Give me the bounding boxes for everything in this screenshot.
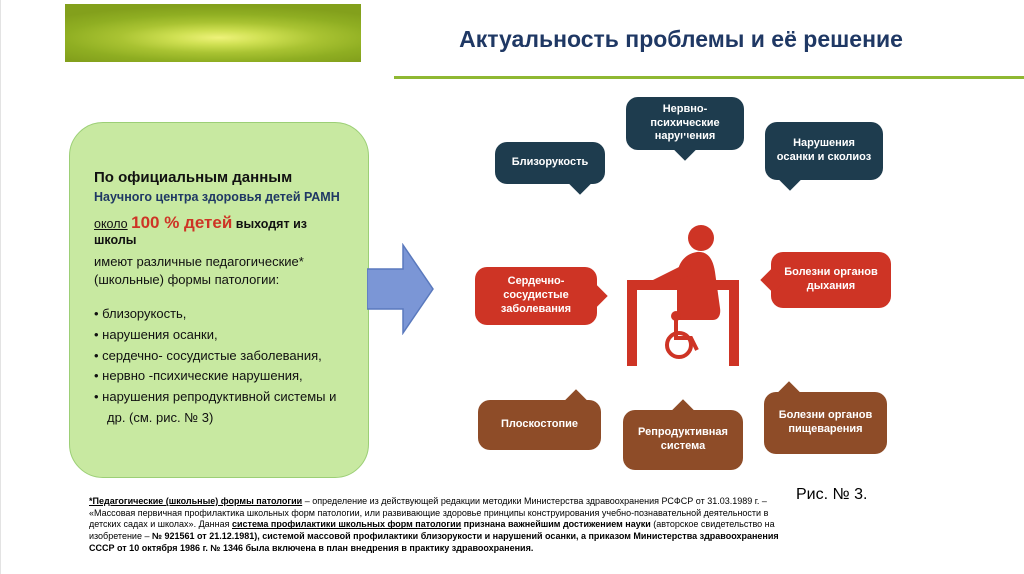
info-box-description: имеют различные педагогические* (школьны… — [94, 254, 304, 287]
bullet-list: близорукость, нарушения осанки, сердечно… — [94, 304, 348, 429]
stat-line: около 100 % детей выходят из школы — [94, 213, 348, 247]
bubble-label: Нервно-психические нарушения — [650, 102, 720, 143]
bubble-tail — [670, 399, 696, 425]
bullet-item: близорукость, — [94, 304, 348, 325]
stat-suffix: выходят из школы — [94, 217, 307, 247]
bubble-digestive: Болезни органов пищеварения — [764, 381, 887, 454]
bubble-label: Близорукость — [511, 156, 589, 169]
stat-value: 100 % детей — [131, 213, 233, 232]
bullet-item: нарушения репродуктивной системы и др. (… — [94, 387, 348, 429]
bubble-myopia: Близорукость — [495, 142, 605, 195]
bullet-item: нарушения осанки, — [94, 325, 348, 346]
bubble-label: Репродуктивная система — [638, 426, 728, 452]
bubble-respiratory: Болезни органов дыхания — [760, 252, 891, 308]
bubble-tail — [777, 165, 803, 191]
pathology-diagram: Близорукость Нервно-психические нарушени… — [441, 88, 1024, 488]
figure-caption: Рис. № 3. — [796, 486, 868, 503]
bubble-posture-scoliosis: Нарушения осанки и сколиоз — [765, 122, 883, 191]
bubble-cardiovascular: Сердечно-сосудистые заболевания — [475, 267, 608, 325]
info-box-subheading: Научного центра здоровья детей РАМН — [94, 190, 340, 204]
title-underline-rule — [394, 76, 1024, 79]
stat-prefix: около — [94, 217, 128, 231]
slide-title: Актуальность проблемы и её решение — [459, 26, 903, 52]
bubble-reproductive: Репродуктивная система — [623, 399, 743, 470]
bubble-label: Болезни органов пищеварения — [778, 409, 873, 435]
info-box-heading: По официальным данным — [94, 169, 293, 186]
bubble-label: Плоскостопие — [501, 418, 578, 431]
decorative-green-image — [65, 4, 361, 62]
footnote: *Педагогические (школьные) формы патолог… — [89, 496, 779, 553]
bubble-label: Нарушения осанки и сколиоз — [776, 137, 872, 163]
info-box: По официальным данным Научного центра зд… — [69, 122, 369, 478]
bubble-tail — [776, 381, 802, 407]
bubble-flat-feet: Плоскостопие — [478, 389, 601, 450]
bullet-item: нервно -психические нарушения, — [94, 366, 348, 387]
bubble-tail — [567, 169, 593, 195]
bubble-label: Сердечно-сосудистые заболевания — [500, 275, 572, 315]
bubble-label: Болезни органов дыхания — [784, 266, 878, 292]
bullet-item: сердечно- сосудистые заболевания, — [94, 346, 348, 367]
arrow-right-icon — [366, 242, 435, 340]
bubble-tail — [563, 389, 589, 415]
student-at-desk-icon — [613, 220, 763, 370]
wheelchair-icon — [665, 311, 699, 359]
bubble-neuro-psychic: Нервно-психические нарушения — [626, 97, 744, 161]
